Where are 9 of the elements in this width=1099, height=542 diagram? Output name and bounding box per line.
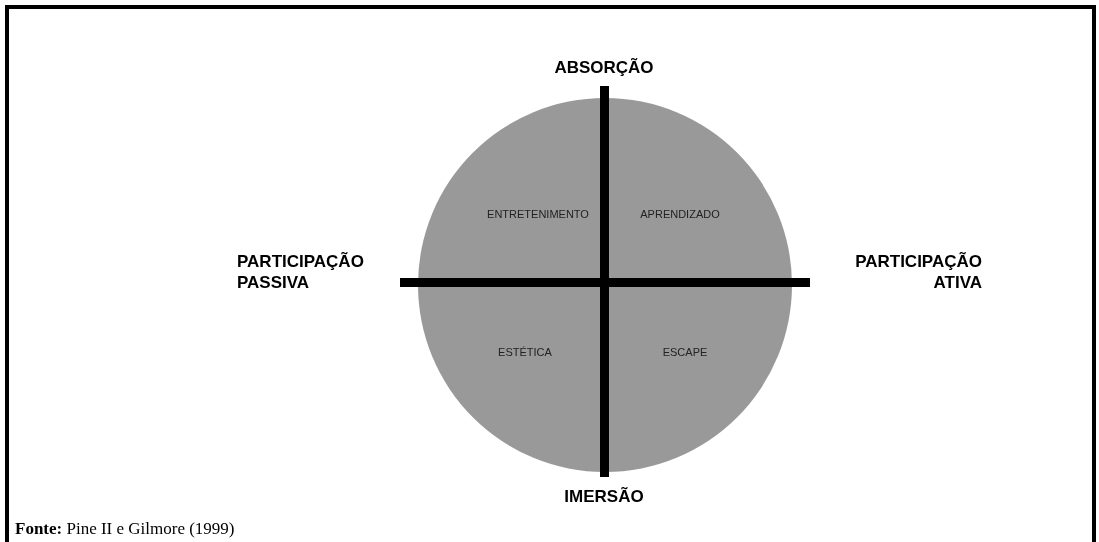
axis-label: ABSORÇÃO [553, 57, 655, 78]
axis-label: IMERSÃO [563, 486, 645, 507]
axis-label: PARTICIPAÇÃO PASSIVA [237, 251, 365, 293]
axis-label: PARTICIPAÇÃO ATIVA [854, 251, 982, 293]
caption: Fonte: Pine II e Gilmore (1999) [15, 518, 235, 540]
quadrant-label: APRENDIZADO [639, 207, 721, 222]
quadrant-label: ESTÉTICA [497, 345, 553, 360]
quadrant-label: ENTRETENIMENTO [486, 207, 590, 222]
quadrant-label: ESCAPE [661, 345, 709, 360]
